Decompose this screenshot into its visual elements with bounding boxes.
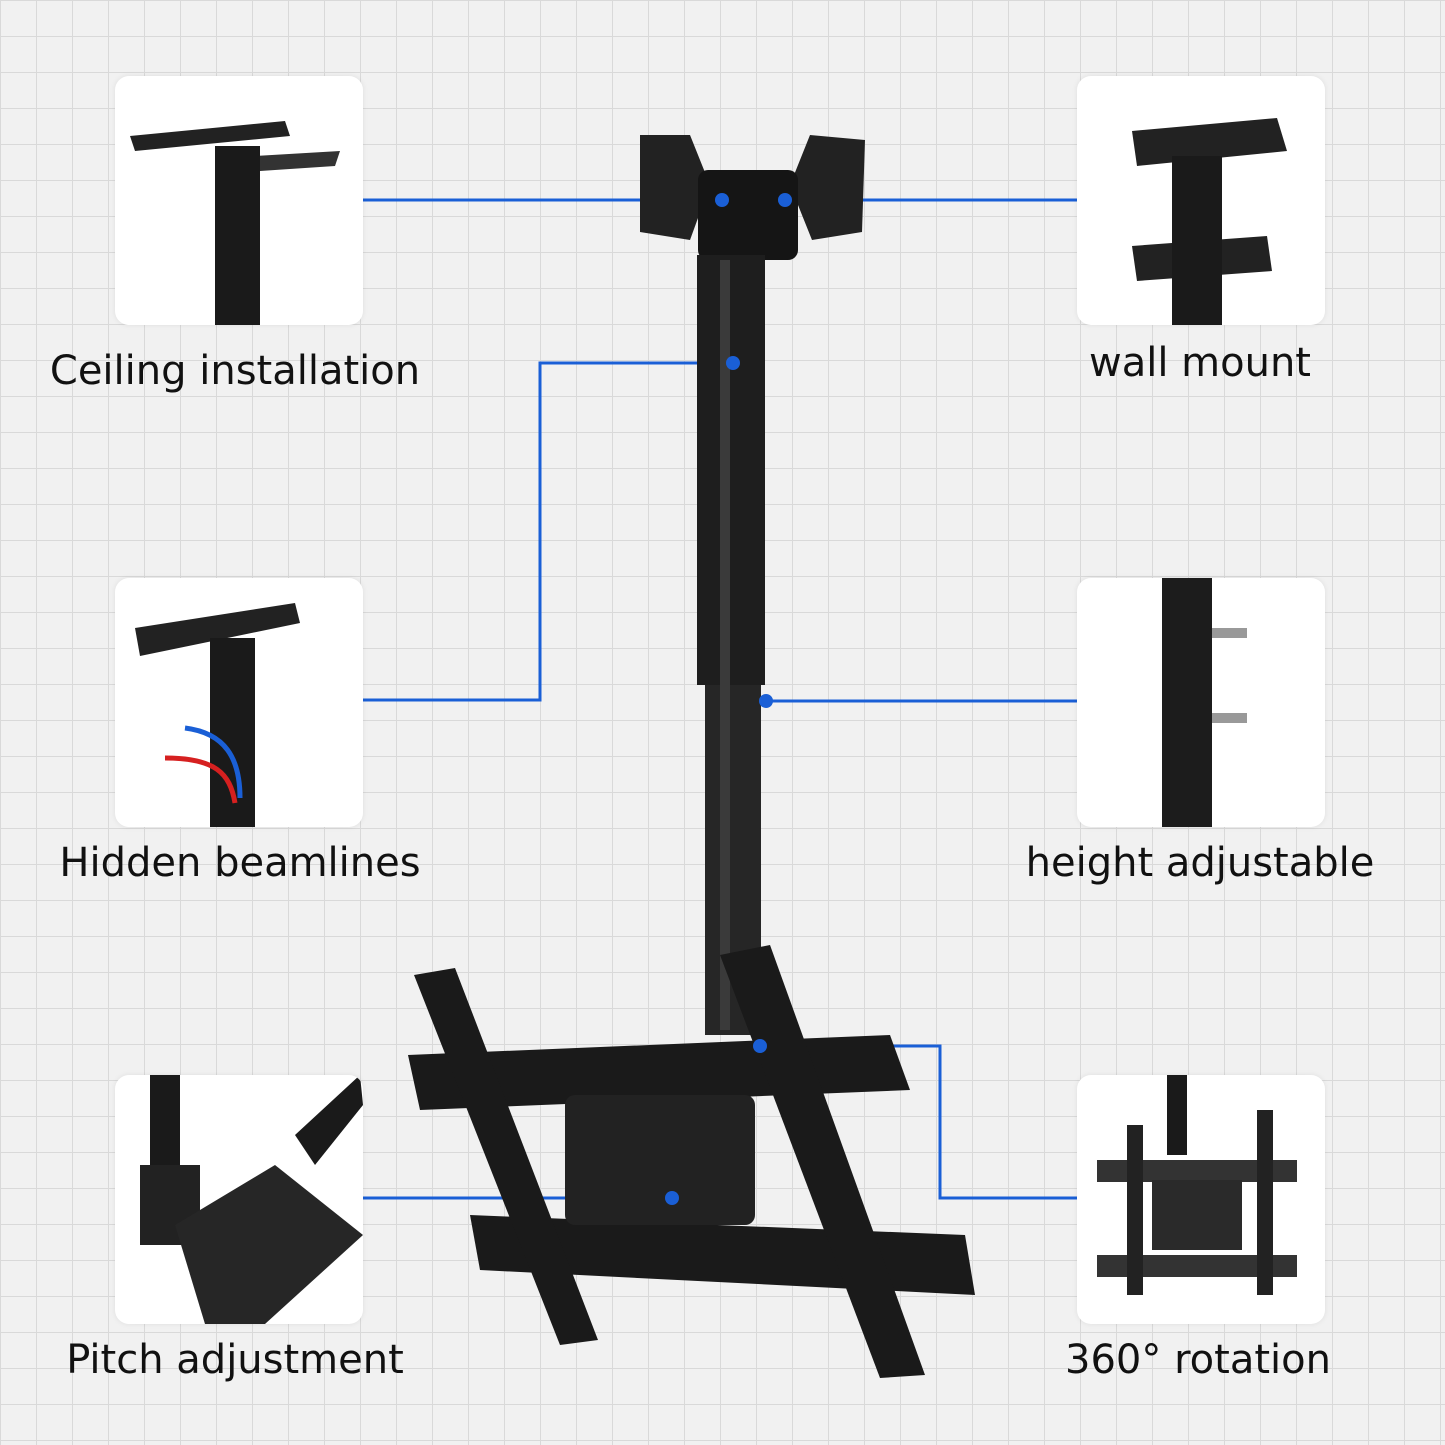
- ceiling-installation-image: [115, 76, 363, 325]
- ceiling-bracket: [640, 135, 865, 260]
- vesa-plate: [408, 945, 975, 1378]
- rotation-image: [1077, 1075, 1325, 1324]
- label-pitch-adjustment: Pitch adjustment: [66, 1337, 404, 1383]
- height-adjustable-image: [1077, 578, 1325, 827]
- pole: [697, 255, 765, 1035]
- wall-mount-image: [1077, 76, 1325, 325]
- pitch-adjustment-image: [115, 1075, 363, 1324]
- label-hidden-beamlines: Hidden beamlines: [59, 840, 421, 886]
- hidden-beamlines-image: [115, 578, 363, 827]
- label-ceiling-installation: Ceiling installation: [49, 348, 421, 394]
- label-360-rotation: 360° rotation: [1065, 1337, 1331, 1383]
- label-height-adjustable: height adjustable: [1025, 840, 1375, 886]
- label-wall-mount: wall mount: [1089, 340, 1311, 386]
- callout-dots: [665, 193, 792, 1205]
